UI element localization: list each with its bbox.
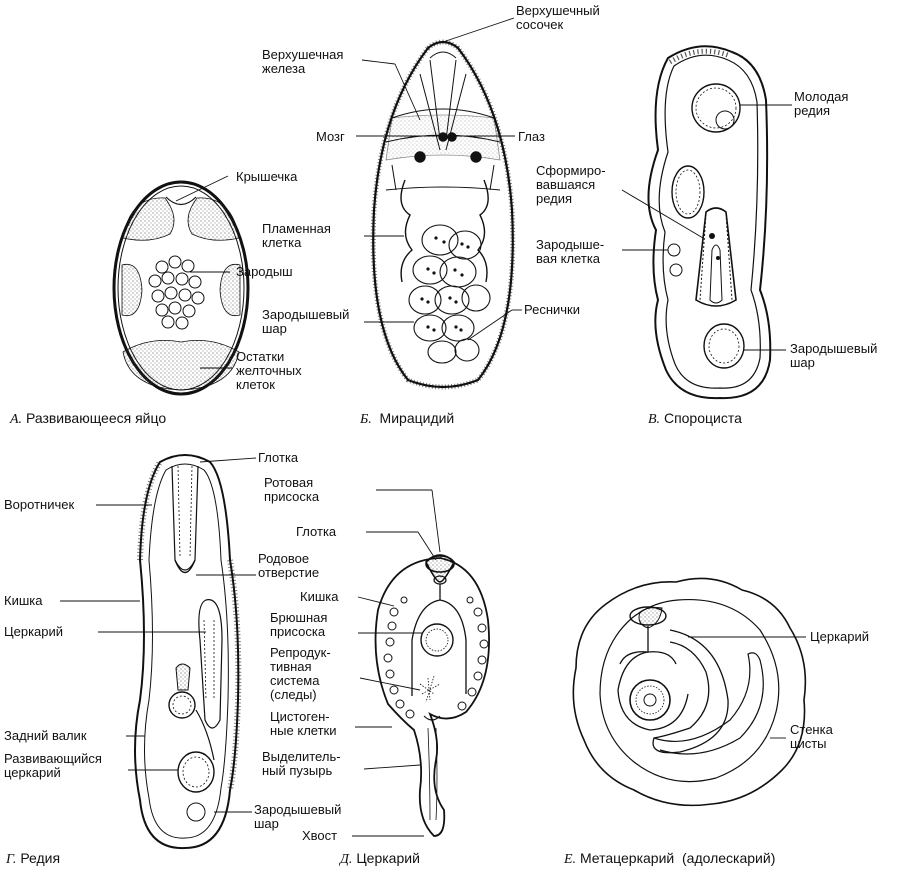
egg-caption: А. Развивающееся яйцо	[10, 410, 166, 428]
miracidium-flame-cell-label: Пламенная клетка	[262, 221, 331, 250]
miracidium-cilia-label: Реснички	[524, 302, 580, 317]
cercaria-bladder-label: Выделитель- ный пузырь	[262, 749, 341, 778]
sporocyst-caption: В. Спороциста	[648, 410, 742, 428]
miracidium-gland-label: Верхушечная железа	[262, 47, 344, 76]
egg-yolk-label: Остатки желточных клеток	[236, 349, 302, 392]
redia-birth-pore-label: Родовое отверстие	[258, 551, 320, 580]
cercaria-caption-text: Церкарий	[356, 850, 420, 866]
redia-drawing	[60, 454, 257, 850]
miracidium-germball-label: Зародышевый шар	[262, 307, 350, 336]
cercaria-tail-label: Хвост	[302, 828, 338, 843]
miracidium-papilla-label: Верхушечный сосочек	[516, 3, 600, 32]
embryo-cells	[148, 255, 205, 330]
metacercaria-caption: Е. Метацеркарий (адолескарий)	[564, 850, 775, 868]
metacercaria-drawing	[572, 577, 807, 807]
sporocyst-young-redia-label: Молодая редия	[794, 89, 849, 118]
cercaria-ventral-sucker-label: Брюшная присоска	[270, 610, 328, 639]
metacercaria-cercaria-label: Церкарий	[810, 629, 870, 644]
redia-gut-label: Кишка	[4, 593, 43, 608]
redia-caption-text: Редия	[20, 850, 61, 866]
cercaria-cystogen-label: Цистоген- ные клетки	[270, 709, 337, 738]
miracidium-eye-label: Глаз	[518, 129, 545, 144]
miracidium-caption-letter: Б.	[360, 412, 372, 427]
cercaria-drawing	[352, 489, 490, 837]
redia-pharynx-label: Глотка	[258, 450, 299, 465]
cercaria-pharynx-label: Глотка	[296, 524, 337, 539]
egg-embryo-label: Зародыш	[236, 264, 293, 279]
miracidium-drawing	[356, 17, 522, 390]
metacercaria-caption-text: Метацеркарий (адолескарий)	[579, 850, 776, 866]
sporocyst-caption-text: Спороциста	[663, 410, 742, 426]
redia-hind-ridge-label: Задний валик	[4, 728, 87, 743]
redia-collar-label: Воротничек	[4, 497, 75, 512]
egg-caption-text: Развивающееся яйцо	[25, 410, 167, 426]
cercaria-caption: Д. Церкарий	[340, 850, 420, 868]
miracidium-brain-label: Мозг	[316, 129, 345, 144]
cercaria-reproductive-label: Репродук- тивная система (следы)	[270, 645, 331, 702]
redia-caption: Г. Редия	[6, 850, 60, 868]
cystogen-cells	[383, 596, 489, 719]
cercaria-gut-label: Кишка	[300, 589, 339, 604]
cercaria-oral-sucker-label: Ротовая присоска	[264, 475, 320, 504]
miracidium-caption: Б. Мирацидий	[360, 410, 454, 428]
germball-cells	[408, 224, 491, 364]
miracidium-caption-text: Мирацидий	[379, 410, 455, 426]
metacercaria-caption-letter: Е.	[564, 852, 577, 867]
egg-drawing	[112, 175, 250, 396]
sporocyst-caption-letter: В.	[648, 412, 661, 427]
redia-developing-cercaria-label: Развивающийся церкарий	[4, 751, 102, 780]
egg-operculum-label: Крышечка	[236, 169, 298, 184]
sporocyst-germ-cell-label: Зародыше- вая клетка	[536, 237, 605, 266]
redia-caption-letter: Г.	[6, 852, 17, 867]
sporocyst-formed-redia-label: Сформиро- вавшаяся редия	[536, 163, 606, 206]
sporocyst-drawing	[621, 45, 792, 400]
cercaria-caption-letter: Д.	[340, 852, 353, 867]
redia-cercaria-label: Церкарий	[4, 624, 64, 639]
redia-germball-label: Зародышевый шар	[254, 802, 342, 831]
sporocyst-germball-label: Зародышевый шар	[790, 341, 878, 370]
metacercaria-cyst-wall-label: Стенка цисты	[790, 722, 833, 751]
egg-caption-letter: А.	[10, 412, 23, 427]
